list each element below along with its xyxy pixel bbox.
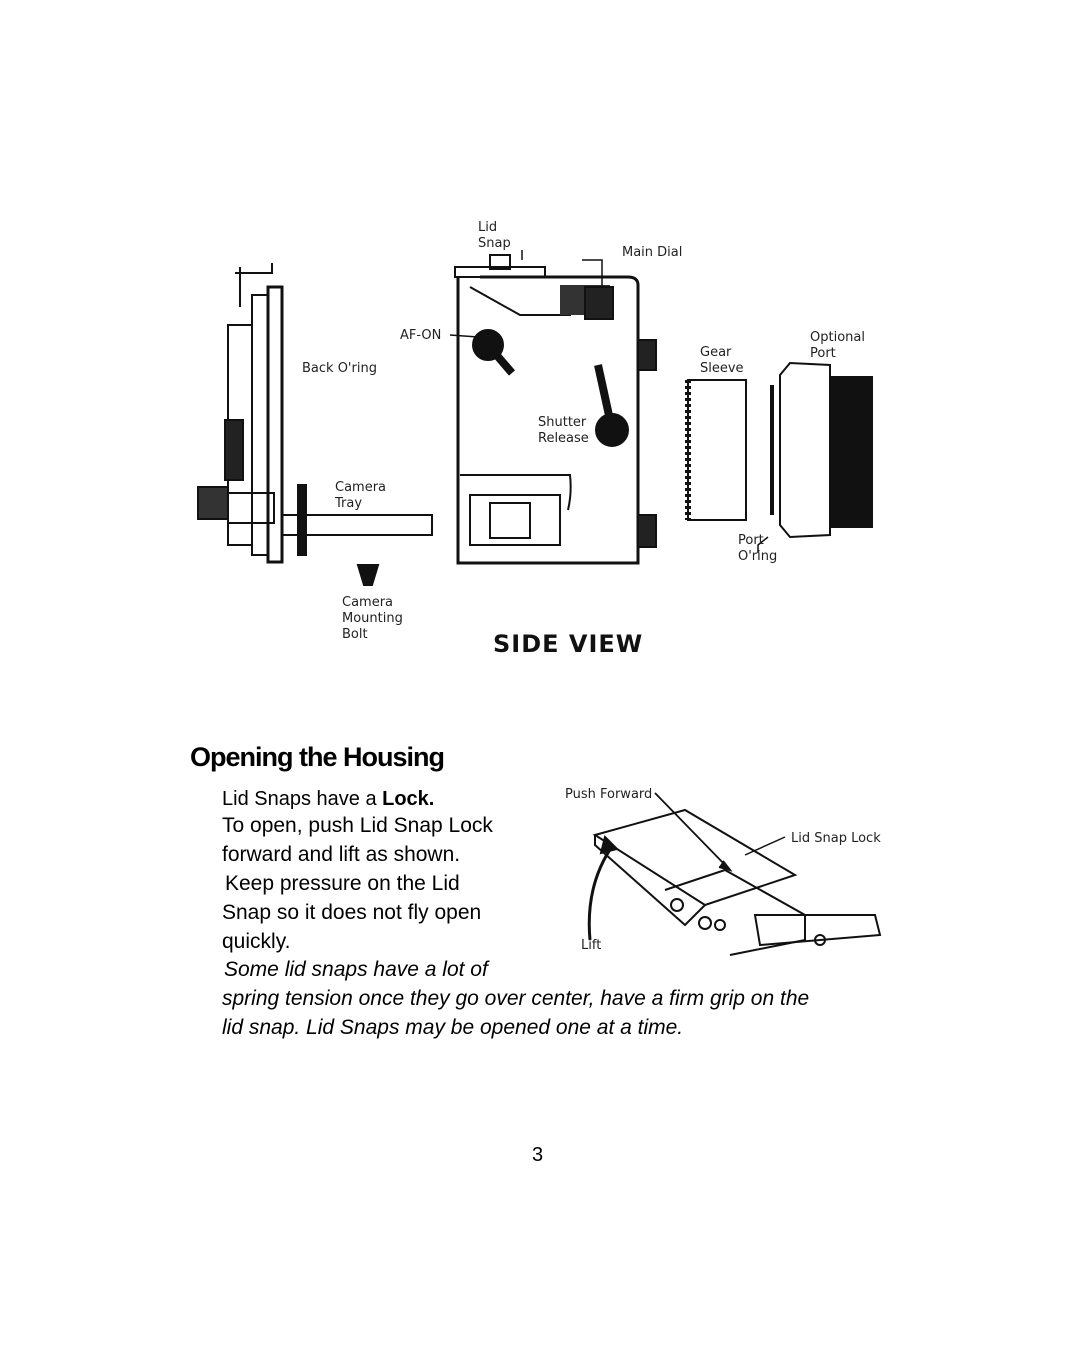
push-forward-label: Push Forward: [565, 787, 653, 802]
optional-port-label: Optional Port: [810, 330, 865, 361]
body-line-5: Snap so it does not fly open: [222, 901, 482, 924]
italic-line-3: lid snap. Lid Snaps may be opened one at…: [222, 1016, 684, 1039]
af-on-label: AF-ON: [400, 328, 442, 343]
lid-snap-diagram: Push Forward Lid Snap Lock Lift: [555, 775, 890, 970]
page-number: 3: [532, 1144, 544, 1166]
body-line-6: quickly.: [222, 930, 291, 953]
lift-label: Lift: [581, 938, 602, 953]
camera-mounting-bolt-label: Camera Mounting Bolt: [342, 595, 403, 642]
body-line-1: Lid Snaps have a Lock.: [222, 785, 434, 814]
back-oring-label: Back O'ring: [302, 361, 377, 376]
lock-emphasis: Lock.: [382, 788, 435, 810]
italic-line-1: Some lid snaps have a lot of: [224, 958, 488, 981]
port-oring-label: Port O'ring: [738, 533, 778, 564]
section-heading: Opening the Housing: [190, 742, 445, 772]
body-line-3: forward and lift as shown.: [222, 843, 461, 866]
shutter-release-label: Shutter Release: [538, 415, 589, 446]
side-view-title: SIDE VIEW: [493, 630, 644, 658]
body-line-2: To open, push Lid Snap Lock: [222, 814, 493, 837]
body-line-1-text: Lid Snaps have a: [222, 788, 383, 810]
italic-line-2: spring tension once they go over center,…: [222, 987, 810, 1010]
lid-snap-lock-label: Lid Snap Lock: [791, 831, 881, 846]
gear-sleeve-label: Gear Sleeve: [700, 345, 744, 376]
body-line-4: Keep pressure on the Lid: [225, 872, 460, 895]
side-view-diagram: Lid Snap Main Dial AF-ON Back O'ring Gea…: [190, 215, 890, 685]
main-dial-label: Main Dial: [622, 245, 683, 260]
lid-snap-label: Lid Snap: [478, 220, 511, 251]
camera-tray-label: Camera Tray: [335, 480, 387, 511]
